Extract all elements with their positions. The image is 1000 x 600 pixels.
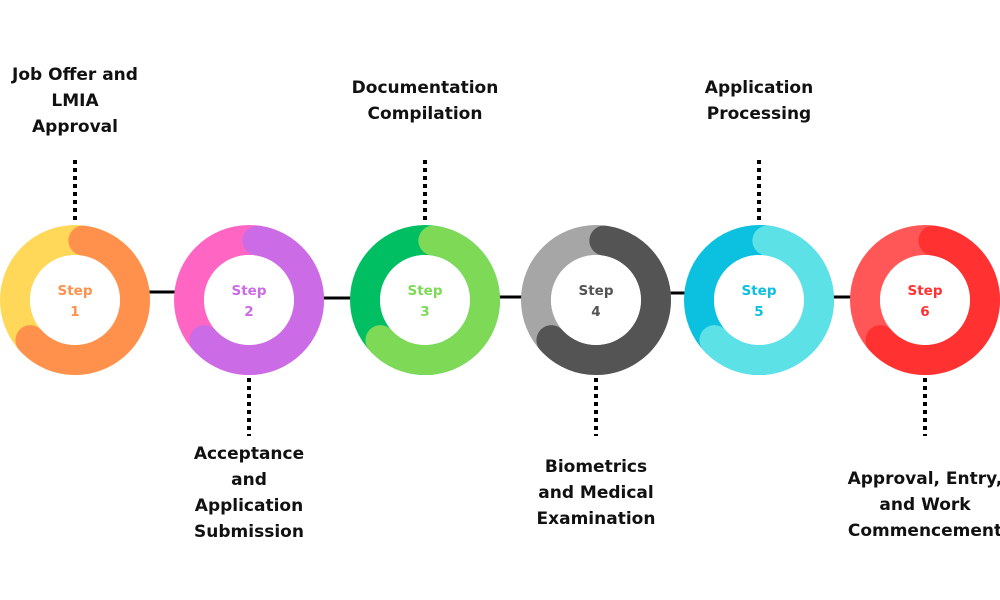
step-number: 2	[244, 304, 253, 320]
step-4-label: Biometrics and Medical Examination	[536, 457, 656, 529]
ring-progress-arc	[365, 225, 500, 375]
ring-progress-arc	[536, 225, 671, 375]
connectors	[73, 160, 927, 436]
step-word: Step	[742, 283, 777, 299]
ring-center	[30, 255, 120, 345]
step-1-label: Job Offer and LMIA Approval	[12, 65, 138, 137]
step-word: Step	[232, 283, 267, 299]
step-2-ring: Step 2	[174, 225, 324, 375]
step-3-label: Documentation Compilation	[351, 78, 499, 124]
step-rings: Step 1 Step 2 Step 3 Step 4 Step 5 Step 6	[0, 225, 1000, 375]
step-6-label: Approval, Entry, and Work Commencement	[847, 469, 1000, 541]
ring-progress-arc	[699, 225, 834, 375]
step-4-ring: Step 4	[521, 225, 671, 375]
step-word: Step	[908, 283, 943, 299]
step-number: 4	[591, 304, 600, 320]
step-number: 6	[920, 304, 929, 320]
ring-center	[714, 255, 804, 345]
step-1-ring: Step 1	[0, 225, 150, 375]
ring-center	[204, 255, 294, 345]
step-2-label: Acceptance and Application Submission	[193, 444, 305, 542]
step-number: 3	[420, 304, 429, 320]
step-number: 1	[70, 304, 79, 320]
step-word: Step	[58, 283, 93, 299]
ring-center	[380, 255, 470, 345]
step-5-ring: Step 5	[684, 225, 834, 375]
step-number: 5	[754, 304, 763, 320]
ring-center	[880, 255, 970, 345]
ring-progress-arc	[865, 225, 1000, 375]
ring-center	[551, 255, 641, 345]
step-5-label: Application Processing	[704, 78, 814, 124]
step-word: Step	[579, 283, 614, 299]
step-3-ring: Step 3	[350, 225, 500, 375]
ring-progress-arc	[15, 225, 150, 375]
step-6-ring: Step 6	[850, 225, 1000, 375]
step-word: Step	[408, 283, 443, 299]
ring-progress-arc	[189, 225, 324, 375]
